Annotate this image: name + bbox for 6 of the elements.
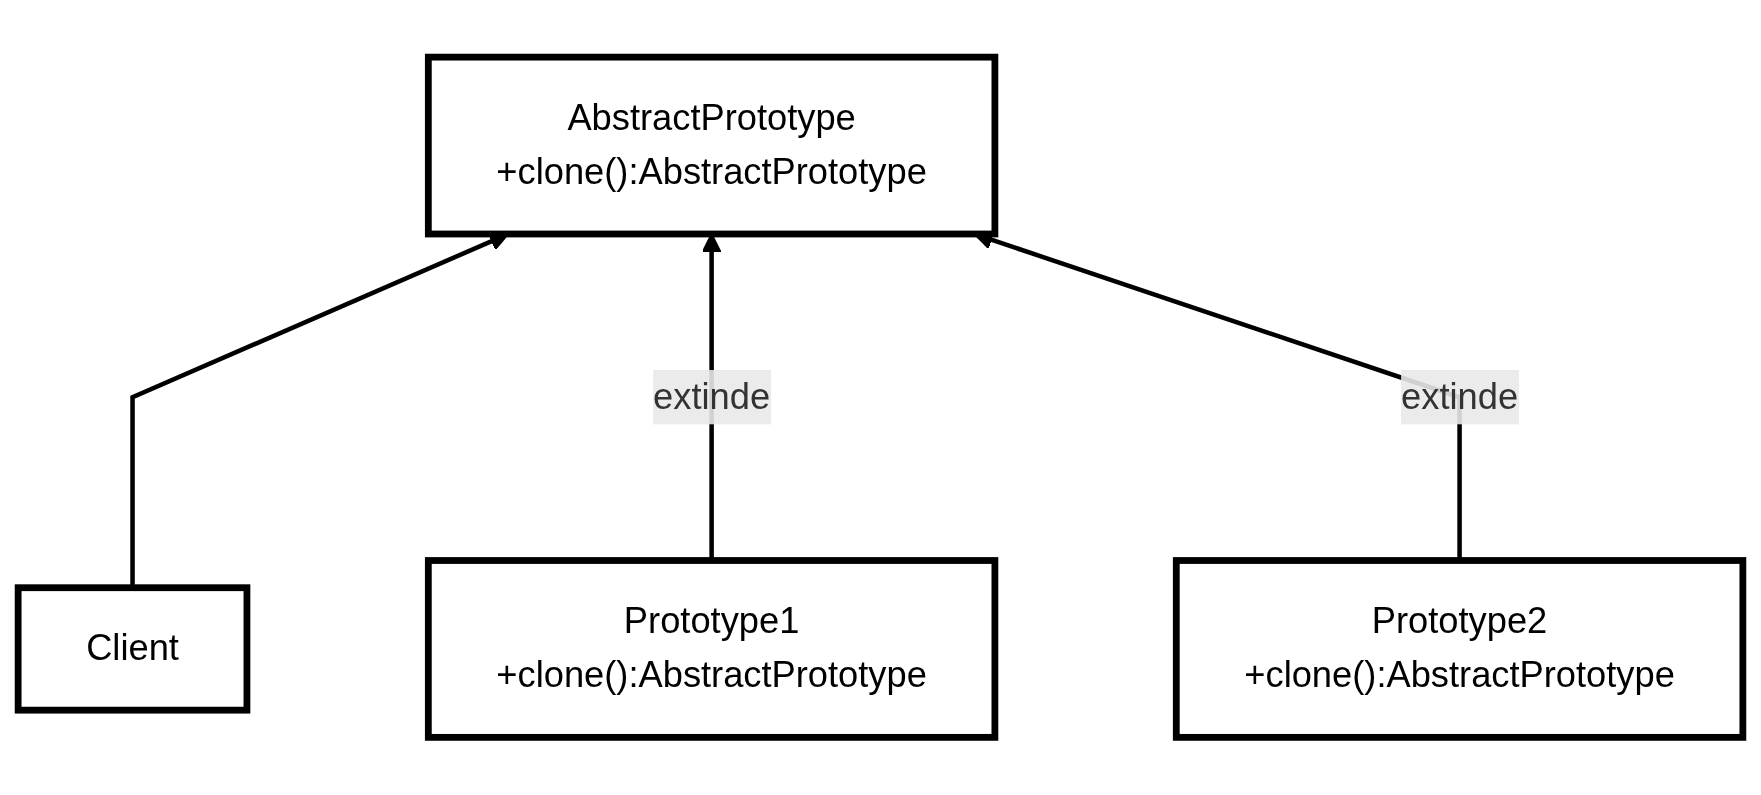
edge-label: extinde (653, 377, 771, 416)
node-box: AbstractPrototype +clone():AbstractPrototype (424, 54, 999, 238)
node-box: Client (14, 584, 251, 714)
node-box: Prototype2 +clone():AbstractPrototype (1172, 557, 1747, 741)
node-box: Prototype1 +clone():AbstractPrototype (424, 557, 999, 741)
edge-label: extinde (1401, 377, 1519, 416)
